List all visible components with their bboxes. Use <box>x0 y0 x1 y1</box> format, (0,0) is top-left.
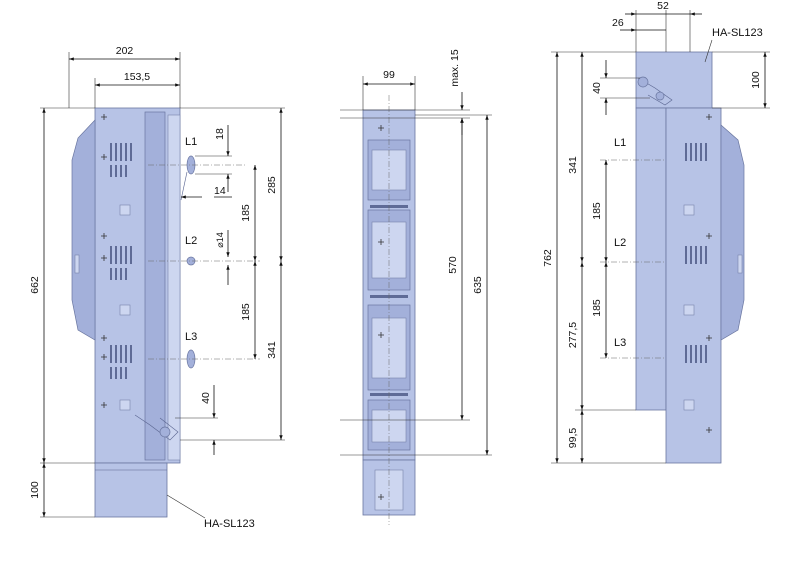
left-housing <box>94 107 181 464</box>
dim-width-202: 202 <box>116 45 134 57</box>
right-front-clip <box>737 254 743 274</box>
dim-right-100: 100 <box>750 71 762 89</box>
left-side-rail <box>167 114 181 461</box>
left-vent-slots <box>110 143 132 379</box>
middle-view: 99 max. 15 570 635 <box>340 49 492 525</box>
right-phase-label-l3: L3 <box>614 337 626 349</box>
part-label-right: HA-SL123 <box>712 27 763 39</box>
dim-635: 635 <box>472 276 484 294</box>
left-view: 202 153,5 662 100 285 341 185 185 18 <box>29 45 285 530</box>
left-rear-bulge <box>71 119 96 341</box>
dim-right-185-lower: 185 <box>591 299 603 317</box>
right-vent-slots <box>683 114 712 433</box>
dim-14: 14 <box>214 185 226 197</box>
right-busbar-side <box>635 107 667 411</box>
dim-185-upper: 185 <box>240 204 252 222</box>
phase-label-l1: L1 <box>185 136 197 148</box>
dim-18: 18 <box>214 128 226 140</box>
dim-max15: max. 15 <box>449 49 461 87</box>
dim-99: 99,5 <box>567 428 579 449</box>
left-markers <box>101 114 131 411</box>
part-label-left: HA-SL123 <box>204 518 255 530</box>
dim-width-26: 26 <box>612 17 624 29</box>
right-phase-label-l1: L1 <box>614 137 626 149</box>
dim-285: 285 <box>266 176 278 194</box>
dim-40: 40 <box>200 392 212 404</box>
left-rear-clip <box>74 254 80 274</box>
dim-width-52: 52 <box>657 0 669 12</box>
dim-277: 277,5 <box>567 322 579 348</box>
dim-phi14: ⌀14 <box>215 232 225 247</box>
dim-341: 341 <box>266 341 278 359</box>
dim-570: 570 <box>447 256 459 274</box>
right-view: 52 26 762 341 277,5 99,5 185 185 40 <box>542 0 770 464</box>
dim-right-341: 341 <box>567 156 579 174</box>
dim-width-153: 153,5 <box>124 71 150 83</box>
dim-height-100: 100 <box>29 481 41 499</box>
dim-width-99: 99 <box>383 69 395 81</box>
right-phase-label-l2: L2 <box>614 237 626 249</box>
left-busbar-channel <box>144 111 166 461</box>
dim-height-662: 662 <box>29 276 41 294</box>
dim-762: 762 <box>542 249 554 267</box>
dim-right-40: 40 <box>591 82 603 94</box>
dim-right-185-upper: 185 <box>591 202 603 220</box>
phase-label-l2: L2 <box>185 235 197 247</box>
right-front-bulge <box>720 124 745 341</box>
right-lever <box>637 77 673 106</box>
dim-185-lower: 185 <box>240 303 252 321</box>
phase-label-l3: L3 <box>185 331 197 343</box>
left-adapter <box>94 462 168 518</box>
